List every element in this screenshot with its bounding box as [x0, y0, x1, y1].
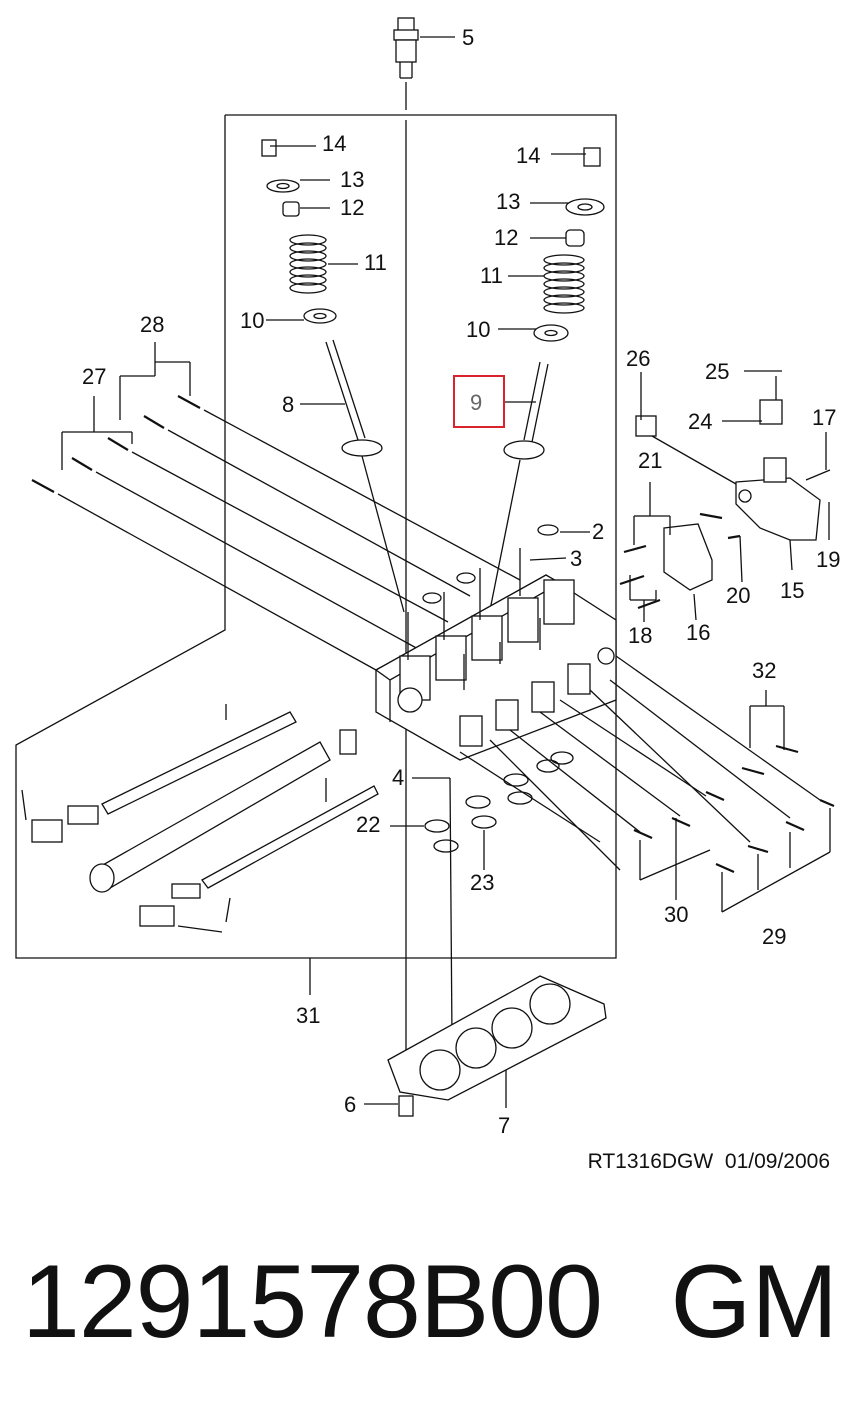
- highlight-box-9: [453, 375, 505, 428]
- callout-label-13b: 13: [496, 189, 520, 214]
- camshaft-assembly: [31, 711, 379, 927]
- dowel-6: [398, 1095, 414, 1117]
- callout-label-13a: 13: [340, 167, 364, 192]
- callout-label-15: 15: [780, 578, 804, 603]
- callout-label-14b: 14: [516, 143, 540, 168]
- callout-label-28: 28: [140, 312, 164, 337]
- callout-label-5: 5: [462, 25, 474, 50]
- callout-label-26: 26: [626, 346, 650, 371]
- engine-head-exploded-diagram: 5141312111081413121110928272625241721231…: [15, 17, 840, 1138]
- callout-label-22: 22: [356, 812, 380, 837]
- callout-label-12b: 12: [494, 225, 518, 250]
- drawing-reference: RT1316DGW 01/09/2006: [588, 1150, 830, 1174]
- part-number: 1291578B00: [22, 1244, 603, 1360]
- thermostat-housing-group: [635, 399, 821, 591]
- callout-label-19: 19: [816, 547, 840, 572]
- callout-label-25: 25: [705, 359, 729, 384]
- assembly-frame: [15, 114, 617, 959]
- callout-label-11a: 11: [364, 250, 387, 275]
- callout-label-11b: 11: [480, 263, 503, 288]
- callout-label-12a: 12: [340, 195, 364, 220]
- seals-22-23: [390, 751, 574, 870]
- callout-label-32: 32: [752, 658, 776, 683]
- seal-2: [537, 524, 559, 536]
- callout-label-31: 31: [296, 1003, 320, 1028]
- callout-label-7: 7: [498, 1113, 510, 1138]
- callout-label-27: 27: [82, 364, 106, 389]
- drawing-ref-date: 01/09/2006: [724, 1150, 830, 1173]
- callout-label-6: 6: [344, 1092, 356, 1117]
- callout-label-16: 16: [686, 620, 710, 645]
- callout-label-17: 17: [812, 405, 836, 430]
- part-brand: GM: [670, 1244, 838, 1360]
- left-valve-stack: [261, 139, 405, 613]
- callout-label-10b: 10: [466, 317, 490, 342]
- callout-label-29: 29: [762, 924, 786, 949]
- drawing-ref-code: RT1316DGW: [587, 1150, 714, 1173]
- callout-label-18: 18: [628, 623, 652, 648]
- callout-label-20: 20: [726, 583, 750, 608]
- right-valve-stack: [487, 147, 605, 621]
- callout-label-9: 9: [470, 390, 482, 415]
- callout-label-8: 8: [282, 392, 294, 417]
- callout-label-3: 3: [570, 546, 582, 571]
- callout-label-24: 24: [688, 409, 712, 434]
- studs-29-30-32: [459, 655, 835, 913]
- bolt-5: [393, 17, 455, 110]
- callout-label-23: 23: [470, 870, 494, 895]
- studs-27-28: [31, 342, 521, 671]
- callout-label-30: 30: [664, 902, 688, 927]
- cylinder-head: [374, 548, 617, 761]
- callout-label-2: 2: [592, 519, 604, 544]
- callout-label-21: 21: [638, 448, 662, 473]
- head-gasket: [387, 975, 607, 1101]
- callout-label-10a: 10: [240, 308, 264, 333]
- callout-label-4: 4: [392, 765, 404, 790]
- callout-label-14a: 14: [322, 131, 346, 156]
